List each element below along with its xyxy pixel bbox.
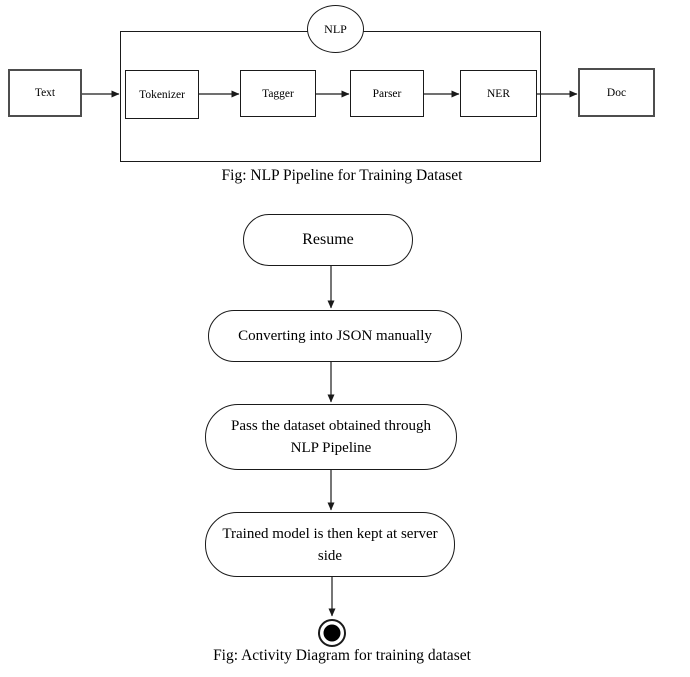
activity-node-trained-model-label: Trained model is then kept at server sid… [222, 525, 438, 564]
activity-node-pass-dataset: Pass the dataset obtained through NLP Pi… [205, 404, 457, 470]
pipeline-node-parser-label: Parser [372, 87, 402, 100]
activity-node-convert-json-label: Converting into JSON manually [238, 328, 432, 344]
activity-node-trained-model: Trained model is then kept at server sid… [205, 512, 455, 577]
activity-node-resume-label: Resume [302, 231, 354, 248]
pipeline-node-text: Text [8, 69, 82, 117]
pipeline-node-doc: Doc [578, 68, 655, 117]
activity-final-node-icon [318, 619, 346, 647]
activity-node-resume: Resume [243, 214, 413, 266]
nlp-ellipse-node: NLP [307, 5, 364, 53]
activity-node-pass-dataset-label: Pass the dataset obtained through NLP Pi… [231, 418, 431, 456]
pipeline-node-ner-label: NER [487, 87, 510, 100]
pipeline-node-tokenizer-label: Tokenizer [139, 88, 185, 101]
pipeline-caption: Fig: NLP Pipeline for Training Dataset [221, 167, 463, 184]
activity-caption: Fig: Activity Diagram for training datas… [213, 647, 471, 664]
pipeline-node-doc-label: Doc [606, 86, 627, 99]
pipeline-node-text-label: Text [34, 87, 56, 99]
pipeline-node-tagger: Tagger [240, 70, 316, 117]
pipeline-node-parser: Parser [350, 70, 424, 117]
pipeline-node-ner: NER [460, 70, 537, 117]
pipeline-node-tokenizer: Tokenizer [125, 70, 199, 119]
nlp-ellipse-label: NLP [324, 21, 347, 36]
activity-node-convert-json: Converting into JSON manually [208, 310, 462, 362]
pipeline-node-tagger-label: Tagger [262, 87, 294, 100]
